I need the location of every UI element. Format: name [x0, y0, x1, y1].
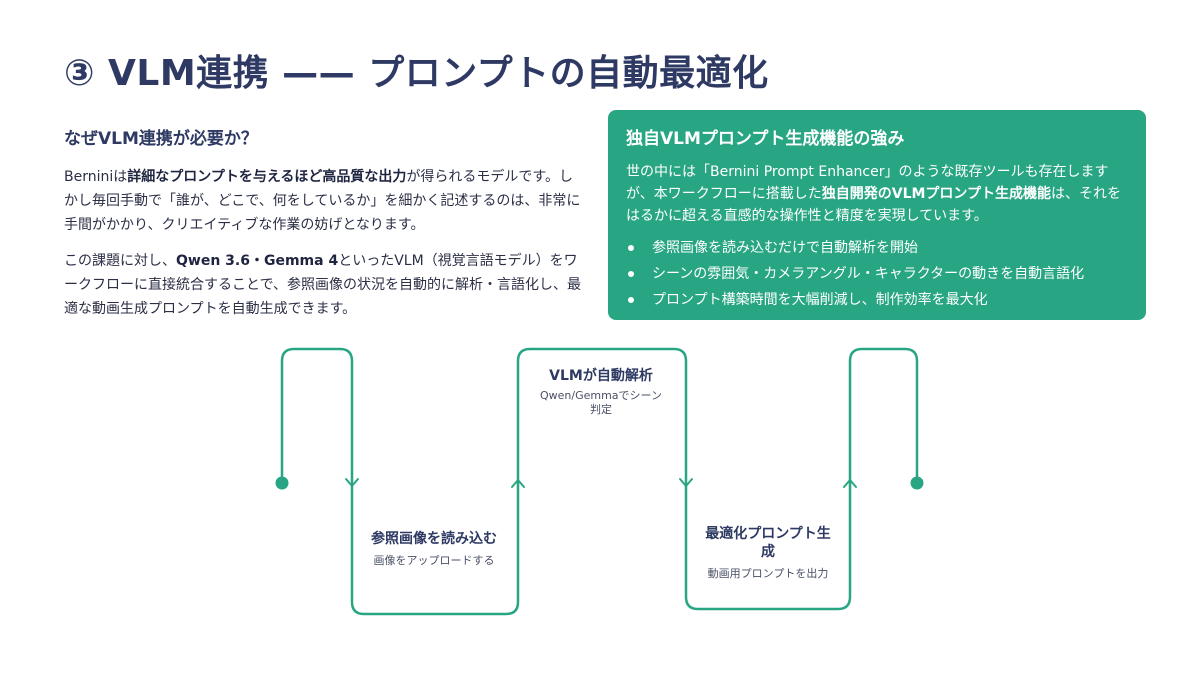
- intro-text-1: Berniniは: [64, 169, 128, 185]
- strengths-paragraph: 世の中には「Bernini Prompt Enhancer」のような既存ツールも…: [626, 161, 1128, 227]
- arrow-down-icon: [345, 478, 359, 487]
- step-title: 参照画像を読み込む: [371, 531, 497, 547]
- step-title: 最適化プロンプト生成: [705, 526, 831, 560]
- bullet-icon: [628, 245, 634, 251]
- list-item-label: シーンの雰囲気・カメラアングル・キャラクターの動きを自動言語化: [652, 266, 1085, 282]
- section-heading: なぜVLM連携が必要か？: [64, 129, 258, 149]
- list-item: 参照画像を読み込むだけで自動解析を開始: [626, 235, 1128, 261]
- solution-bold: Qwen 3.6・Gemma 4: [176, 253, 339, 269]
- intro-text-2: が得られるモデルです。しかし毎回手動で「誰が、どこで、何をしているか」を細かく記…: [64, 169, 581, 233]
- strengths-text-2: は、それをはるかに超える直感的な操作性と精度を実現しています。: [626, 186, 1122, 224]
- bullet-icon: [628, 271, 634, 277]
- strengths-heading: 独自VLMプロンプト生成機能の強み: [626, 129, 905, 149]
- flow-step-analyze: VLMが自動解析 Qwen/Gemmaでシーン判定: [536, 367, 666, 417]
- solution-paragraph: この課題に対し、Qwen 3.6・Gemma 4といったVLM（視覚言語モデル）…: [64, 249, 584, 321]
- step-description: 動画用プロンプトを出力: [707, 567, 829, 580]
- bullet-icon: [628, 297, 634, 303]
- step-description: Qwen/Gemmaでシーン判定: [539, 389, 662, 416]
- flow-start-dot-icon: [275, 476, 289, 490]
- strengths-box: 独自VLMプロンプト生成機能の強み 世の中には「Bernini Prompt E…: [608, 110, 1146, 320]
- arrow-up-icon: [511, 479, 525, 488]
- arrow-up-icon: [843, 479, 857, 488]
- intro-bold: 詳細なプロンプトを与えるほど高品質な出力: [127, 169, 407, 185]
- solution-text-1: この課題に対し、: [64, 253, 176, 269]
- flow-step-upload: 参照画像を読み込む 画像をアップロードする: [370, 530, 498, 568]
- list-item-label: プロンプト構築時間を大幅削減し、制作効率を最大化: [652, 292, 988, 308]
- flow-step-generate: 最適化プロンプト生成 動画用プロンプトを出力: [704, 525, 832, 581]
- intro-paragraph: Berniniは詳細なプロンプトを与えるほど高品質な出力が得られるモデルです。し…: [64, 165, 584, 237]
- page-title: ③ VLM連携 —— プロンプトの自動最適化: [64, 53, 769, 94]
- why-vlm-section: なぜVLM連携が必要か？ Berniniは詳細なプロンプトを与えるほど高品質な出…: [64, 124, 584, 333]
- step-description: 画像をアップロードする: [373, 554, 495, 567]
- arrow-down-icon: [679, 478, 693, 487]
- list-item: シーンの雰囲気・カメラアングル・キャラクターの動きを自動言語化: [626, 261, 1128, 287]
- strengths-text-1: 世の中には「Bernini Prompt Enhancer」のような既存ツールも…: [626, 164, 1109, 202]
- strengths-list: 参照画像を読み込むだけで自動解析を開始 シーンの雰囲気・カメラアングル・キャラク…: [626, 235, 1128, 313]
- list-item-label: 参照画像を読み込むだけで自動解析を開始: [652, 240, 918, 256]
- solution-text-2: といったVLM（視覚言語モデル）をワークフローに直接統合することで、参照画像の状…: [64, 253, 582, 317]
- flow-end-dot-icon: [910, 476, 924, 490]
- step-title: VLMが自動解析: [549, 368, 653, 384]
- list-item: プロンプト構築時間を大幅削減し、制作効率を最大化: [626, 287, 1128, 313]
- flow-path: [280, 347, 919, 616]
- strengths-bold: 独自開発のVLMプロンプト生成機能: [821, 186, 1052, 202]
